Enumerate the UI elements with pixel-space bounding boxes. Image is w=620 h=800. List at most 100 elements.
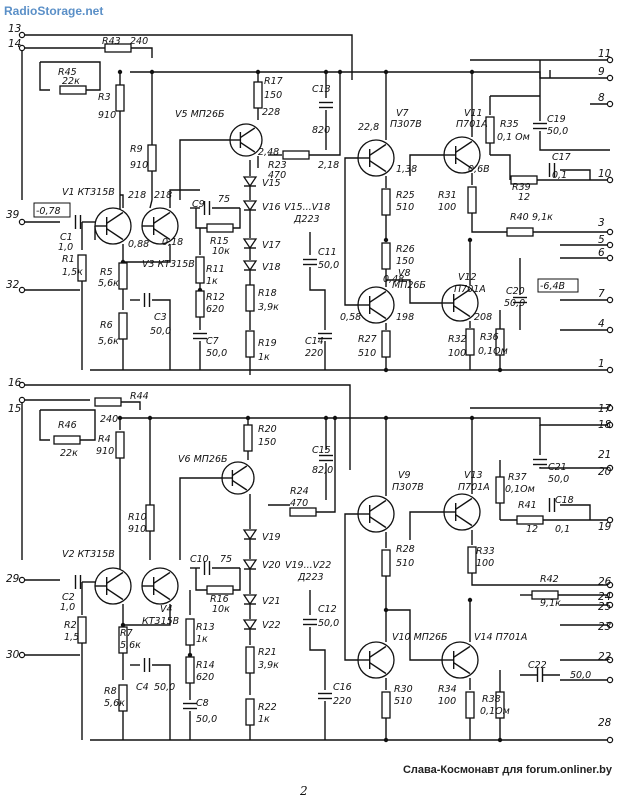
pin-label-29: 29 bbox=[6, 573, 20, 585]
label-v9t: П307В bbox=[392, 482, 424, 493]
label-v10: V10 МП26Б bbox=[392, 632, 448, 643]
label-r2v: 1,5 bbox=[64, 632, 79, 643]
diode-v15 bbox=[242, 176, 258, 188]
pin-label-14: 14 bbox=[8, 38, 21, 50]
junction-dot bbox=[120, 622, 126, 628]
label-c11v: 50,0 bbox=[318, 260, 339, 271]
label-r10v: 910 bbox=[128, 524, 146, 535]
label-r40: R40 bbox=[510, 212, 529, 223]
pin-label-right: 17 bbox=[598, 403, 612, 415]
capacitor-c14 bbox=[318, 332, 332, 340]
label-r43v: 240 bbox=[130, 36, 148, 47]
pin-label-right: 8 bbox=[598, 92, 605, 104]
junction-dot bbox=[467, 237, 473, 243]
label-r19: R19 bbox=[258, 338, 277, 349]
label-r22: R22 bbox=[258, 702, 277, 713]
label-c7v: 50,0 bbox=[206, 348, 227, 359]
wire bbox=[471, 573, 610, 586]
wire bbox=[39, 62, 50, 91]
label-r18v: 3,9к bbox=[258, 302, 279, 313]
schematic-components bbox=[18, 31, 614, 744]
transistor-v2 bbox=[94, 567, 132, 605]
wire bbox=[409, 154, 444, 176]
terminal bbox=[606, 326, 614, 334]
label-r5: R5 bbox=[100, 267, 113, 278]
label-r9v: 910 bbox=[130, 160, 148, 171]
label-c3: C3 bbox=[154, 312, 167, 323]
label-v2_48: 2,48 bbox=[258, 147, 279, 158]
resistor-r45 bbox=[59, 85, 87, 95]
label-r36v: 0,1Ом bbox=[478, 346, 508, 357]
capacitor-c13 bbox=[319, 101, 333, 109]
resistor-r40 bbox=[506, 227, 534, 237]
label-v2: V2 КТ315В bbox=[62, 549, 115, 560]
label-c12v: 50,0 bbox=[318, 618, 339, 629]
label-v11t: П701А bbox=[456, 119, 488, 130]
pin-label-right: 9 bbox=[598, 66, 605, 78]
wire bbox=[40, 409, 96, 441]
resistor-r39 bbox=[510, 175, 538, 185]
resistor-r8 bbox=[118, 684, 128, 712]
wire bbox=[233, 568, 241, 591]
resistor-r36 bbox=[495, 328, 505, 356]
capacitor-c2 bbox=[74, 575, 82, 589]
label-v18: V18 bbox=[262, 262, 281, 273]
wire bbox=[386, 279, 442, 304]
terminal bbox=[606, 421, 614, 429]
resistor-r17 bbox=[253, 81, 263, 109]
label-r12v: 620 bbox=[206, 304, 224, 315]
pin-label-30: 30 bbox=[6, 649, 20, 661]
junction-dot bbox=[255, 69, 261, 75]
label-v088: 0,88 bbox=[128, 239, 149, 250]
label-c9: C9 bbox=[192, 199, 205, 210]
label-r12: R12 bbox=[206, 292, 225, 303]
label-v7t: П307В bbox=[390, 119, 422, 130]
resistor-r20 bbox=[243, 424, 253, 452]
wire bbox=[22, 384, 351, 470]
pin-label-right: 11 bbox=[598, 48, 611, 60]
label-c15v: 82,0 bbox=[312, 465, 333, 476]
pin-label-right: 3 bbox=[598, 217, 605, 229]
resistor-r46 bbox=[53, 435, 81, 445]
label-r42: R42 bbox=[540, 574, 559, 585]
label-r39v: 12 bbox=[518, 192, 530, 203]
transistor-v12 bbox=[441, 284, 479, 322]
pin-label-right: 5 bbox=[598, 234, 605, 246]
label-c13: C13 bbox=[312, 84, 331, 95]
junction-dot bbox=[469, 69, 475, 75]
resistor-r32 bbox=[465, 328, 475, 356]
label-c2v: 1,0 bbox=[60, 602, 75, 613]
page-number: 2 bbox=[300, 784, 308, 798]
label-r28: R28 bbox=[396, 544, 415, 555]
terminal bbox=[606, 254, 614, 262]
pin-label-right: 6 bbox=[598, 247, 605, 259]
label-r8: R8 bbox=[104, 686, 117, 697]
label-r4: R4 bbox=[98, 434, 111, 445]
label-v058: 0,58 bbox=[340, 312, 361, 323]
label-c19: C19 bbox=[547, 114, 566, 125]
label-v8t: МП26Б bbox=[392, 280, 426, 291]
resistor-r1 bbox=[77, 254, 87, 282]
label-v22_8: 22,8 bbox=[358, 122, 379, 133]
label-r25v: 510 bbox=[396, 202, 414, 213]
resistor-r25 bbox=[381, 188, 391, 216]
wire bbox=[179, 477, 222, 560]
label-r32v: 100 bbox=[448, 348, 466, 359]
label-c20: C20 bbox=[506, 286, 525, 297]
label-v2_18: 2,18 bbox=[318, 160, 339, 171]
label-v12: V12 bbox=[458, 272, 477, 283]
label-r24: R24 bbox=[290, 486, 309, 497]
junction-dot bbox=[245, 415, 251, 421]
resistor-r42 bbox=[531, 590, 559, 600]
transistor-v4 bbox=[141, 567, 179, 605]
label-c2: C2 bbox=[62, 592, 75, 603]
resistor-r11 bbox=[195, 256, 205, 284]
pin-label-right: 21 bbox=[598, 449, 611, 461]
wire bbox=[344, 157, 358, 290]
label-r1: R1 bbox=[62, 254, 75, 265]
wire bbox=[309, 267, 326, 330]
pin-label-right: 23 bbox=[598, 621, 611, 633]
label-v20: V20 bbox=[262, 560, 281, 571]
